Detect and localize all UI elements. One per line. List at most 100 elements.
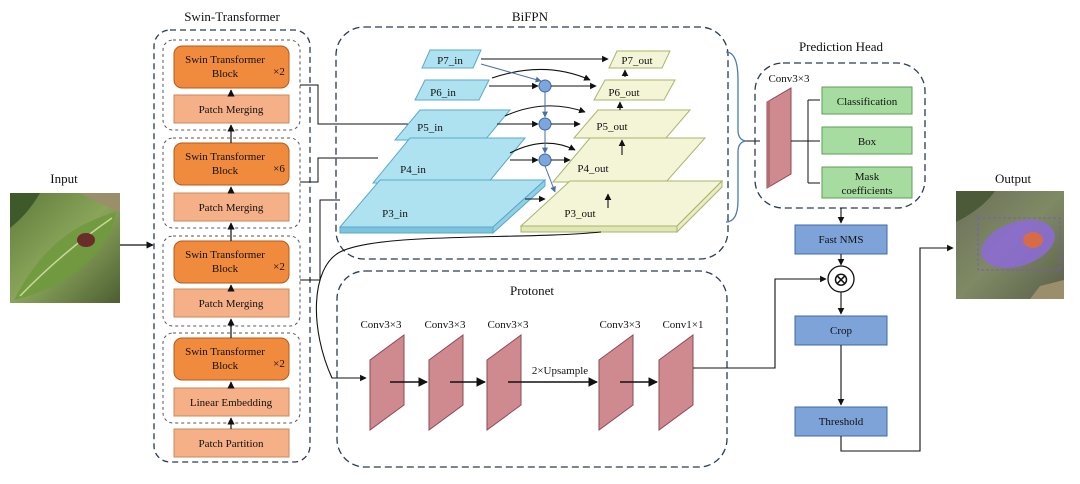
p5-out-label: P5_out (596, 121, 627, 133)
box-label: Box (858, 136, 877, 148)
bifpn-to-protonet-curve (315, 231, 602, 382)
protonet-frame (336, 270, 728, 468)
prediction-head-section: Prediction Head Conv3×3 Classification B… (754, 39, 926, 209)
swin-block-4-line1: Swin Transformer (185, 346, 265, 358)
mask-label-line2: coefficients (841, 185, 892, 197)
bifpn-section: BiFPN P7_in P6_in P5_in P4_in P3_in P7_o… (335, 9, 729, 260)
swin-block-4-repeat: ×2 (273, 358, 285, 370)
swin-block-2-line2: Block (212, 165, 239, 177)
proto-conv-label-5: Conv1×1 (662, 319, 703, 331)
swin-outer-frame (153, 29, 311, 463)
proto-layer-1 (369, 334, 405, 431)
fusion-node-p4 (538, 153, 552, 167)
head-conv-label: Conv3×3 (768, 73, 810, 85)
bifpn-fusion-nodes (538, 79, 552, 167)
swin-stage-1: Swin Transformer Block ×2 Patch Merging (162, 39, 301, 131)
bifpn-output-planes: P7_out P6_out P5_out P4_out P3_out (519, 50, 724, 234)
proto-conv-label-3: Conv3×3 (487, 319, 529, 331)
swin-stage-4: Swin Transformer Block ×2 Linear Embeddi… (162, 332, 301, 424)
proto-layer-4 (598, 334, 634, 431)
swin-block-3-line2: Block (212, 263, 239, 275)
bifpn-input-planes: P7_in P6_in P5_in P4_in P3_in (338, 49, 547, 235)
p5-in-label: P5_in (417, 122, 443, 134)
fusion-node-p5 (538, 117, 552, 131)
proto-layers (369, 334, 694, 431)
protonet-to-multiply (693, 275, 827, 369)
head-branch-lines (791, 99, 820, 184)
fusion-node-p6 (538, 79, 552, 93)
patch-merging-3 (173, 288, 290, 318)
mask-label-line1: Mask (855, 171, 880, 183)
plane-p6-out (593, 79, 676, 101)
output-segmented-image (956, 191, 1064, 299)
plane-p5-out (572, 109, 692, 139)
swin-block-2 (173, 142, 290, 186)
patch-merging-1 (173, 94, 290, 124)
swin-block-4-line2: Block (212, 360, 239, 372)
bifpn-to-head-brace (725, 51, 747, 223)
box-box (821, 126, 913, 155)
input-leaf-image (10, 193, 120, 303)
swin-block-1-repeat: ×2 (273, 66, 285, 78)
multiply-symbol: ⊗ (833, 269, 850, 291)
head-conv-layer (766, 87, 792, 189)
plane-p3-out (519, 180, 724, 227)
swin-block-1-line1: Swin Transformer (185, 54, 265, 66)
p7-out-label: P7_out (621, 55, 652, 67)
swin-block-1-line2: Block (212, 68, 239, 80)
plane-p6-in (414, 79, 490, 101)
bifpn-title: BiFPN (512, 9, 549, 24)
plane-p5-in (393, 109, 512, 141)
post-processing: Fast NMS ⊗ Crop Threshold (794, 208, 954, 452)
swin-transformer-section: Swin-Transformer Swin Transformer Block … (153, 9, 311, 463)
classification-label: Classification (837, 96, 898, 108)
swin-block-1 (173, 45, 290, 89)
crop-label: Crop (830, 325, 853, 337)
p3-out-label: P3_out (564, 208, 595, 220)
swin-block-2-repeat: ×6 (273, 163, 285, 175)
bifpn-down-arrows (480, 63, 556, 193)
swin-block-3-line1: Swin Transformer (185, 249, 265, 261)
plane-p4-out (551, 137, 707, 183)
plane-p3-in (338, 179, 547, 228)
patch-partition-label: Patch Partition (198, 438, 264, 450)
plane-p4-in (371, 137, 527, 184)
swin-stage-2: Swin Transformer Block ×6 Patch Merging (162, 137, 301, 229)
mask-coefficients-box (821, 166, 913, 199)
patch-partition (173, 428, 290, 458)
protonet-title: Protonet (510, 283, 554, 298)
proto-conv-label-1: Conv3×3 (360, 319, 402, 331)
linear-embedding (173, 387, 290, 417)
proto-conv-label-4: Conv3×3 (599, 319, 641, 331)
threshold-to-output (840, 244, 954, 452)
p3-in-label: P3_in (382, 208, 408, 220)
swin-title: Swin-Transformer (184, 9, 280, 24)
proto-layer-3 (486, 334, 522, 431)
protonet-section: Protonet Conv3×3 Conv3×3 Conv3×3 Conv3×3… (336, 270, 827, 468)
classification-box (821, 86, 913, 115)
proto-conv-label-2: Conv3×3 (424, 319, 466, 331)
proto-layer-5 (658, 334, 694, 431)
linear-embedding-label: Linear Embedding (190, 397, 273, 409)
swin-to-bifpn-connections (300, 84, 415, 281)
swin-block-2-line1: Swin Transformer (185, 151, 265, 163)
input-title: Input (50, 171, 78, 186)
threshold-label: Threshold (819, 416, 864, 428)
output-title: Output (995, 171, 1032, 186)
p6-out-label: P6_out (608, 87, 639, 99)
upsample-label: 2×Upsample (532, 365, 588, 377)
bifpn-outer-frame (335, 26, 729, 260)
p7-in-label: P7_in (437, 55, 463, 67)
plane-p7-out (608, 50, 671, 69)
output-panel: Output (956, 171, 1064, 299)
fast-nms-label: Fast NMS (819, 234, 864, 246)
swin-block-3 (173, 240, 290, 284)
p4-out-label: P4_out (577, 163, 608, 175)
threshold-box (794, 406, 888, 437)
swin-stage-3: Swin Transformer Block ×2 Patch Merging (162, 235, 301, 327)
swin-block-3-repeat: ×2 (273, 261, 285, 273)
p4-in-label: P4_in (400, 164, 426, 176)
head-frame (754, 62, 926, 209)
input-panel: Input (10, 171, 120, 303)
